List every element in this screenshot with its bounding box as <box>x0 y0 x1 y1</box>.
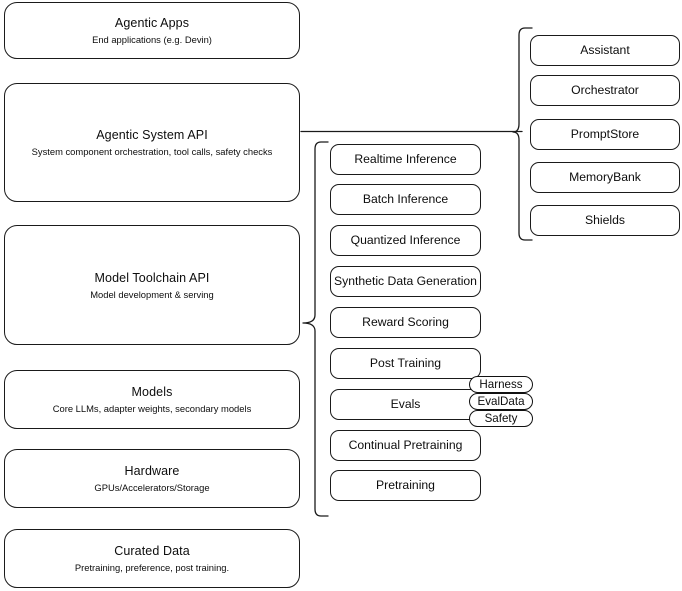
component-box-orchestrator[interactable]: Orchestrator <box>530 75 680 106</box>
component-box-synthetic-data-generation[interactable]: Synthetic Data Generation <box>330 266 481 297</box>
component-label: Post Training <box>369 356 442 370</box>
layer-box-agentic-apps[interactable]: Agentic Apps End applications (e.g. Devi… <box>4 2 300 59</box>
component-box-promptstore[interactable]: PromptStore <box>530 119 680 150</box>
badge-evaldata[interactable]: EvalData <box>469 393 533 410</box>
connector-agentic-system-api <box>300 125 525 139</box>
layer-box-hardware[interactable]: Hardware GPUs/Accelerators/Storage <box>4 449 300 508</box>
badge-harness[interactable]: Harness <box>469 376 533 393</box>
badge-safety[interactable]: Safety <box>469 410 533 427</box>
layer-subtitle: Model development & serving <box>90 288 214 300</box>
badge-label: Harness <box>479 378 523 391</box>
component-label: Assistant <box>580 43 630 57</box>
component-box-evals[interactable]: Evals <box>330 389 481 420</box>
component-box-assistant[interactable]: Assistant <box>530 35 680 66</box>
badge-label: Safety <box>484 412 518 425</box>
layer-subtitle: End applications (e.g. Devin) <box>92 34 212 45</box>
layer-title: Hardware <box>124 464 180 478</box>
component-box-reward-scoring[interactable]: Reward Scoring <box>330 307 481 338</box>
layer-title: Agentic System API <box>96 128 208 142</box>
layer-subtitle: Pretraining, preference, post training. <box>74 562 230 573</box>
layer-subtitle: System component orchestration, tool cal… <box>31 146 273 157</box>
layer-box-models[interactable]: Models Core LLMs, adapter weights, secon… <box>4 370 300 429</box>
component-label: Batch Inference <box>362 192 449 206</box>
component-box-continual-pretraining[interactable]: Continual Pretraining <box>330 430 481 461</box>
component-box-pretraining[interactable]: Pretraining <box>330 470 481 501</box>
layer-box-agentic-system-api[interactable]: Agentic System API System component orch… <box>4 83 300 202</box>
brace-toolchain-components <box>302 140 330 518</box>
layer-subtitle: Core LLMs, adapter weights, secondary mo… <box>52 403 252 414</box>
component-label: Orchestrator <box>571 83 639 97</box>
component-label: MemoryBank <box>569 170 641 184</box>
layer-subtitle: GPUs/Accelerators/Storage <box>94 482 210 493</box>
component-label: Quantized Inference <box>350 233 461 247</box>
layer-title: Curated Data <box>114 544 190 558</box>
component-label: Reward Scoring <box>362 315 449 329</box>
component-box-post-training[interactable]: Post Training <box>330 348 481 379</box>
layer-title: Model Toolchain API <box>94 270 210 285</box>
layer-box-curated-data[interactable]: Curated Data Pretraining, preference, po… <box>4 529 300 588</box>
layer-box-model-toolchain-api[interactable]: Model Toolchain API Model development & … <box>4 225 300 345</box>
brace-agentic-components <box>512 26 534 242</box>
component-label: PromptStore <box>570 127 640 141</box>
component-label: Synthetic Data Generation <box>334 274 477 288</box>
component-box-shields[interactable]: Shields <box>530 205 680 236</box>
component-label: Realtime Inference <box>354 152 457 166</box>
component-label: Evals <box>390 397 421 411</box>
component-box-memorybank[interactable]: MemoryBank <box>530 162 680 193</box>
component-box-quantized-inference[interactable]: Quantized Inference <box>330 225 481 256</box>
component-box-realtime-inference[interactable]: Realtime Inference <box>330 144 481 175</box>
component-label: Pretraining <box>376 478 435 492</box>
badge-label: EvalData <box>477 395 525 408</box>
component-label: Shields <box>585 213 625 227</box>
layer-title: Agentic Apps <box>114 16 190 30</box>
layer-title: Models <box>131 385 173 399</box>
component-label: Continual Pretraining <box>348 438 463 452</box>
component-box-batch-inference[interactable]: Batch Inference <box>330 184 481 215</box>
